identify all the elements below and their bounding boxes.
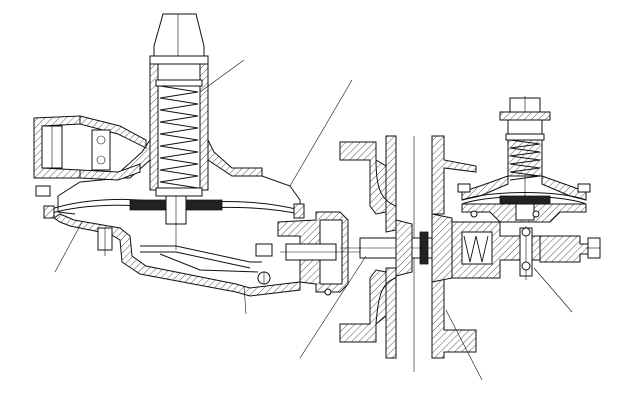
leader-valve-seat <box>299 255 367 359</box>
valve-body-flange <box>339 135 477 372</box>
main-diaphragm <box>43 195 305 250</box>
valve-stem-assembly <box>451 210 601 280</box>
leader-lower-body <box>54 221 83 273</box>
main-spring <box>155 79 203 197</box>
leader-valve-body <box>445 309 483 381</box>
lower-body <box>53 211 360 297</box>
leader-lever <box>243 285 247 315</box>
leader-pilot <box>533 267 573 313</box>
leader-main-diaphragm-case <box>289 79 353 187</box>
main-spring-housing <box>57 13 301 215</box>
leader-lines <box>54 59 573 381</box>
pilot-diaphragm <box>461 192 587 223</box>
pilot-spring <box>505 133 545 181</box>
leader-main-spring <box>199 59 245 93</box>
side-cap-left <box>33 115 147 197</box>
lever-linkage <box>140 243 273 285</box>
